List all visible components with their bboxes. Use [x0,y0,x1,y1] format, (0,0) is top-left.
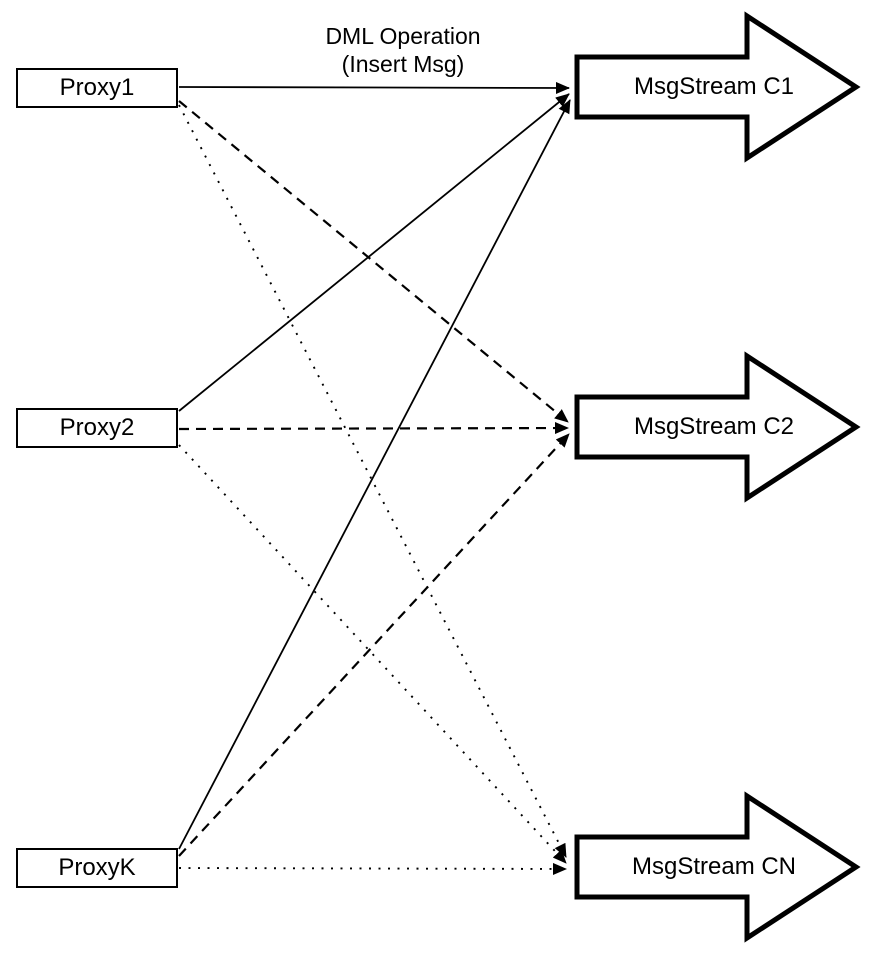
proxy1-label: Proxy1 [59,74,135,101]
proxy2-box: Proxy2 [16,408,178,448]
connector-proxy1-to-c2 [178,100,569,423]
msgstream-c1-arrow [574,11,861,163]
connector-proxy1-to-cn [178,104,567,858]
msgstream-cn-arrow [574,791,861,943]
connector-proxy2-to-c2 [178,422,569,435]
proxy1-box: Proxy1 [16,68,178,108]
proxy2-label: Proxy2 [59,414,135,441]
proxyk-label: ProxyK [58,854,136,881]
connector-proxyk-to-cn [178,862,567,875]
connector-proxy1-to-c1 [178,81,570,94]
connector-proxy2-to-c1 [178,93,570,412]
connector-proxyk-to-c2 [178,433,570,857]
msgstream-c2-arrow [574,351,861,503]
connector-proxy2-to-cn [178,444,567,864]
proxyk-box: ProxyK [16,848,178,888]
connector-proxyk-to-c1 [178,99,571,850]
